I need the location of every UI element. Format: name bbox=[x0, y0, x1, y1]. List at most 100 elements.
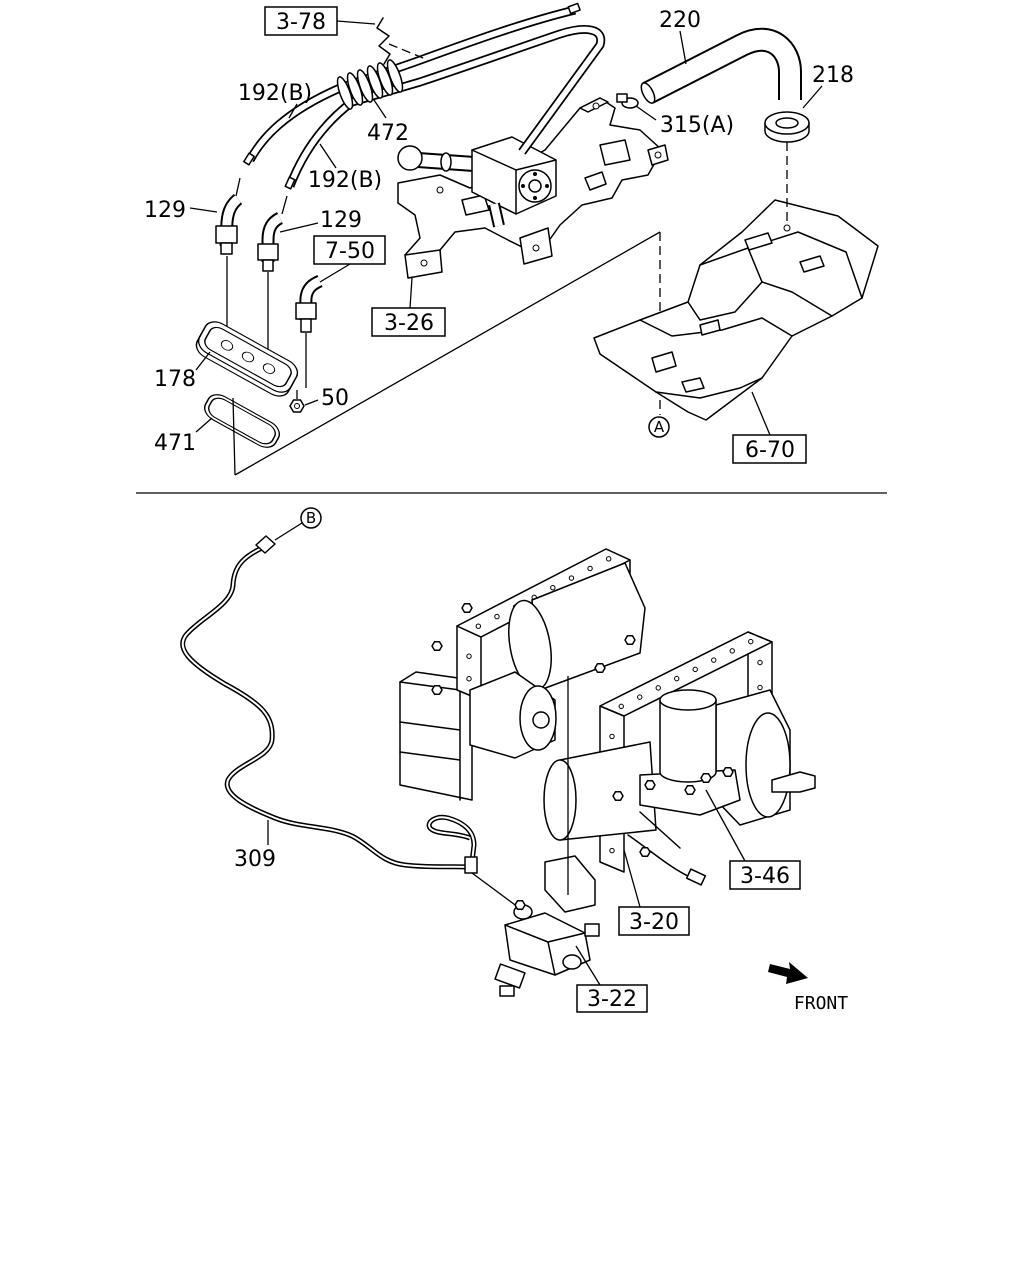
plate-cutout bbox=[584, 171, 607, 191]
bolt-hex bbox=[431, 640, 443, 652]
callout-471[interactable]: 471 bbox=[154, 431, 196, 456]
bolt-hex bbox=[514, 899, 526, 911]
leader-6-70 bbox=[751, 391, 771, 436]
hose-upper-fill bbox=[247, 7, 576, 162]
leader-192b-upper bbox=[288, 103, 298, 119]
sleeve-rib bbox=[386, 59, 404, 93]
leader-3-46 bbox=[705, 789, 746, 862]
bolt-hex bbox=[644, 779, 656, 791]
callout-129-right[interactable]: 129 bbox=[320, 208, 362, 233]
callout-192b-upper[interactable]: 192(B) bbox=[238, 81, 312, 106]
ref-box-label: 3-20 bbox=[629, 910, 679, 935]
fitting-129-left bbox=[215, 194, 243, 255]
floor-raised-line bbox=[687, 281, 763, 321]
valve-bolt bbox=[533, 196, 537, 200]
ref-box-3-46[interactable]: 3-46 bbox=[729, 860, 801, 890]
harness-connector-end bbox=[464, 856, 478, 874]
valve-port bbox=[562, 954, 582, 970]
plate-hole bbox=[420, 259, 428, 267]
callout-50[interactable]: 50 bbox=[321, 386, 349, 411]
mounting-hole bbox=[475, 623, 482, 629]
mounting-hole bbox=[748, 638, 754, 645]
lower-assembly: B bbox=[180, 507, 848, 1014]
sleeve-rib bbox=[336, 76, 354, 110]
fitting-fill bbox=[263, 213, 283, 262]
boundary-line-left bbox=[232, 397, 236, 476]
valve-knob bbox=[397, 145, 423, 171]
leader-218 bbox=[802, 85, 823, 109]
hose-220-end bbox=[640, 82, 656, 104]
callout-218[interactable]: 218 bbox=[812, 63, 854, 88]
ref-box-3-22[interactable]: 3-22 bbox=[576, 984, 648, 1013]
gasket-outer bbox=[203, 394, 281, 448]
ref-box-3-78[interactable]: 3-78 bbox=[264, 6, 338, 36]
grommet-218 bbox=[764, 111, 810, 224]
fitting-fill bbox=[221, 195, 241, 247]
callout-472[interactable]: 472 bbox=[367, 121, 409, 146]
valve-nipple bbox=[499, 985, 515, 997]
ref-box-frame bbox=[264, 6, 338, 36]
harness-connector-b bbox=[255, 535, 276, 554]
marker-b: B bbox=[274, 507, 322, 541]
right-tank bbox=[715, 689, 816, 826]
mounting-hole bbox=[729, 648, 735, 654]
air-dryer-body bbox=[659, 699, 717, 783]
ref-box-7-50[interactable]: 7-50 bbox=[313, 235, 386, 265]
mounting-hole bbox=[757, 659, 763, 666]
mounting-hole bbox=[655, 685, 661, 691]
plate-hole bbox=[532, 244, 540, 252]
bolts bbox=[431, 602, 734, 911]
pipe bbox=[639, 811, 681, 849]
ref-box-3-20[interactable]: 3-20 bbox=[618, 906, 690, 936]
upper-assembly: 3-78 220 218 192(B) 472 315(A) 192(B) 12… bbox=[144, 2, 879, 476]
leader-129-left bbox=[189, 207, 218, 213]
mounting-hole bbox=[466, 676, 472, 682]
bolt-hex bbox=[624, 634, 636, 646]
mounting-hole bbox=[605, 556, 612, 562]
actuator-cylinder bbox=[469, 671, 557, 759]
bolt-hex bbox=[431, 684, 443, 696]
floor-opening bbox=[744, 232, 773, 251]
callout-309[interactable]: 309 bbox=[234, 847, 276, 872]
callout-315a[interactable]: 315(A) bbox=[660, 113, 734, 138]
ref-box-label: 7-50 bbox=[325, 239, 375, 264]
bolt-hex bbox=[639, 846, 651, 858]
leader-3-78 bbox=[336, 20, 376, 25]
ref-box-frame bbox=[732, 434, 807, 464]
ref-box-3-26[interactable]: 3-26 bbox=[371, 307, 446, 337]
hose-end-band bbox=[567, 2, 581, 15]
leader-192b-lower bbox=[319, 143, 337, 169]
grommet-bore bbox=[775, 117, 799, 129]
leader-471 bbox=[195, 417, 213, 433]
callout-192b-lower[interactable]: 192(B) bbox=[308, 168, 382, 193]
callout-178[interactable]: 178 bbox=[154, 367, 196, 392]
mounting-hole bbox=[568, 575, 575, 581]
air-dryer-top bbox=[659, 689, 717, 711]
fitting-nipple bbox=[262, 259, 274, 272]
valve-fitting bbox=[584, 923, 600, 937]
nut-50 bbox=[289, 390, 305, 413]
harness-loop-outline bbox=[426, 814, 477, 863]
leader-129-right bbox=[279, 222, 319, 233]
mounting-hole bbox=[609, 733, 615, 740]
mounting-hole bbox=[550, 584, 556, 591]
floor-panel bbox=[593, 199, 879, 421]
valve-collar bbox=[440, 152, 452, 172]
ref-box-frame bbox=[729, 860, 801, 890]
valve-bolt bbox=[545, 184, 549, 188]
callout-129-left[interactable]: 129 bbox=[144, 198, 186, 223]
boundary-line-diagonal bbox=[234, 231, 661, 476]
plate-cutout bbox=[599, 139, 631, 166]
harness-loop-fill bbox=[428, 816, 475, 863]
ref-box-label: 3-78 bbox=[276, 10, 326, 35]
hose-220 bbox=[640, 27, 802, 104]
floor-opening bbox=[699, 319, 721, 336]
floor-grommet-hole bbox=[783, 224, 791, 232]
gasket-471 bbox=[203, 394, 281, 448]
callout-220[interactable]: 220 bbox=[659, 8, 701, 33]
ref-box-6-70[interactable]: 6-70 bbox=[732, 434, 807, 464]
fitting-fill bbox=[300, 276, 322, 321]
mounting-hole bbox=[494, 613, 500, 620]
ref-box-label: 3-46 bbox=[740, 864, 790, 889]
